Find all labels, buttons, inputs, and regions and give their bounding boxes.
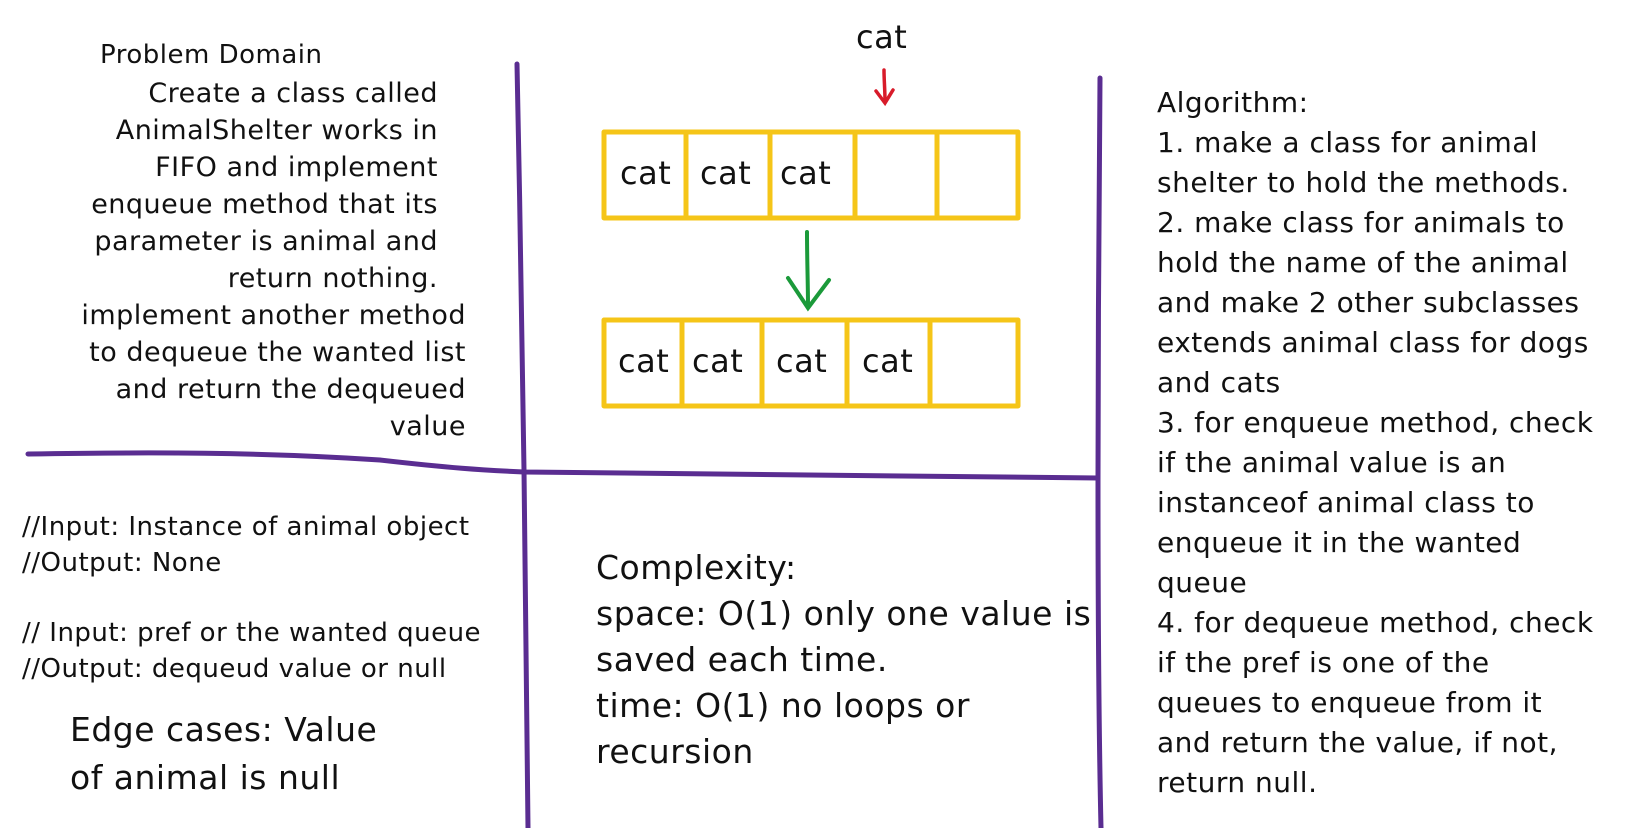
edge-cases-line-1: Edge cases: Value: [70, 710, 378, 749]
queue-after: [601, 317, 1021, 409]
io-input-1: //Input: Instance of animal object: [22, 512, 470, 542]
io-output-2: //Output: dequeud value or null: [22, 654, 447, 684]
algorithm-line: 2. make class for animals to: [1157, 206, 1565, 239]
problem-domain-line: AnimalShelter works in: [115, 115, 438, 146]
algorithm-line: queue: [1157, 566, 1248, 599]
algorithm-line: and make 2 other subclasses: [1157, 286, 1580, 319]
problem-domain-line: FIFO and implement: [155, 152, 438, 183]
queue-after-cell: cat: [776, 342, 828, 380]
algorithm-line: if the animal value is an: [1157, 446, 1507, 479]
problem-domain-line: implement another method: [81, 300, 466, 331]
queue-after-cell: cat: [692, 342, 744, 380]
algorithm-line: return null.: [1157, 766, 1318, 799]
algorithm-line: shelter to hold the methods.: [1157, 166, 1570, 199]
complexity-line: space: O(1) only one value is: [596, 594, 1092, 633]
algorithm-line: queues to enqueue from it: [1157, 686, 1543, 719]
complexity-line: saved each time.: [596, 640, 888, 679]
problem-domain-title: Problem Domain: [100, 40, 323, 70]
problem-domain-line: return nothing.: [227, 263, 438, 294]
algorithm-line: if the pref is one of the: [1157, 646, 1490, 679]
io-input-2: // Input: pref or the wanted queue: [22, 618, 482, 648]
complexity-line: recursion: [596, 732, 754, 771]
queue-after-cell: cat: [862, 342, 914, 380]
complexity-title: Complexity:: [596, 548, 797, 587]
divider-left-vertical: [514, 61, 531, 828]
algorithm-line: instanceof animal class to: [1157, 486, 1535, 519]
algorithm-title: Algorithm:: [1157, 86, 1309, 119]
divider-right-vertical: [1095, 75, 1104, 828]
problem-domain-line: to dequeue the wanted list: [89, 337, 466, 368]
incoming-item-label: cat: [856, 18, 908, 56]
problem-domain-line: Create a class called: [148, 78, 438, 109]
queue-before-cell: cat: [780, 154, 832, 192]
queue-before-cell: cat: [620, 154, 672, 192]
complexity-line: time: O(1) no loops or: [596, 686, 970, 725]
io-output-1: //Output: None: [22, 548, 222, 578]
algorithm-line: and cats: [1157, 366, 1281, 399]
transition-arrow-icon: [786, 230, 831, 312]
algorithm-line: 4. for dequeue method, check: [1157, 606, 1594, 639]
queue-before: [601, 129, 1021, 221]
algorithm-line: and return the value, if not,: [1157, 726, 1559, 759]
edge-cases-line-2: of animal is null: [70, 758, 341, 797]
problem-domain-line: parameter is animal and: [94, 226, 438, 257]
algorithm-line: hold the name of the animal: [1157, 246, 1569, 279]
queue-before-cell: cat: [700, 154, 752, 192]
algorithm-line: enqueue it in the wanted: [1157, 526, 1522, 559]
algorithm-line: extends animal class for dogs: [1157, 326, 1589, 359]
problem-domain-line: value: [389, 411, 466, 442]
incoming-arrow-icon: [874, 68, 895, 107]
algorithm-line: 1. make a class for animal: [1157, 126, 1539, 159]
algorithm-line: 3. for enqueue method, check: [1157, 406, 1594, 439]
problem-domain-line: enqueue method that its: [91, 189, 438, 220]
divider-horizontal: [25, 450, 1101, 481]
problem-domain-line: and return the dequeued: [115, 374, 466, 405]
queue-after-cell: cat: [618, 342, 670, 380]
